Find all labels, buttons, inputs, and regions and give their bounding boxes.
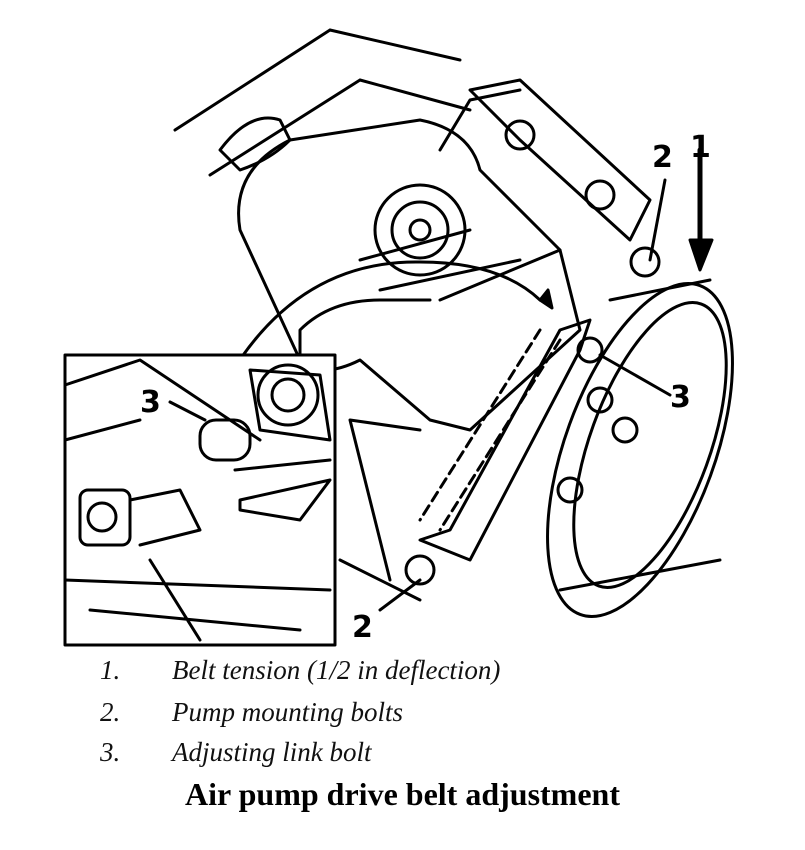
legend-text: Adjusting link bolt: [172, 737, 372, 767]
legend-number: 2.: [100, 697, 121, 727]
leader-2-top: [648, 178, 667, 262]
pump-pulley-hub: [373, 183, 467, 277]
inset-leader-3: [168, 400, 207, 422]
detail-inset: [63, 353, 337, 647]
legend-number: 1.: [100, 655, 121, 685]
engine-block-outline: [173, 28, 472, 177]
engine-hose: [218, 116, 292, 172]
adjusting-link: [418, 318, 592, 562]
legend-text: Pump mounting bolts: [172, 697, 404, 727]
drive-pulley: [546, 282, 734, 618]
leader-3-main: [598, 353, 672, 397]
drive-belt: [418, 328, 562, 532]
callout-3-main: 3: [670, 380, 691, 415]
legend-number: 3.: [100, 737, 121, 767]
callout-2-top: 2: [652, 140, 673, 175]
callout-1: 1: [690, 130, 711, 165]
mounting-bracket: [468, 78, 652, 242]
legend-item-1: 1. Belt tension (1/2 in deflection): [100, 655, 500, 686]
callout-2-bottom: 2: [352, 610, 373, 645]
callout-3-inset: 3: [140, 385, 161, 420]
legend-item-3: 3. Adjusting link bolt: [100, 737, 372, 768]
legend-item-2: 2. Pump mounting bolts: [100, 697, 403, 728]
legend-text: Belt tension (1/2 in deflection): [172, 655, 501, 685]
pointer-arc: [228, 260, 542, 377]
leader-2-bottom: [378, 578, 422, 612]
figure-caption: Air pump drive belt adjustment: [185, 776, 620, 812]
